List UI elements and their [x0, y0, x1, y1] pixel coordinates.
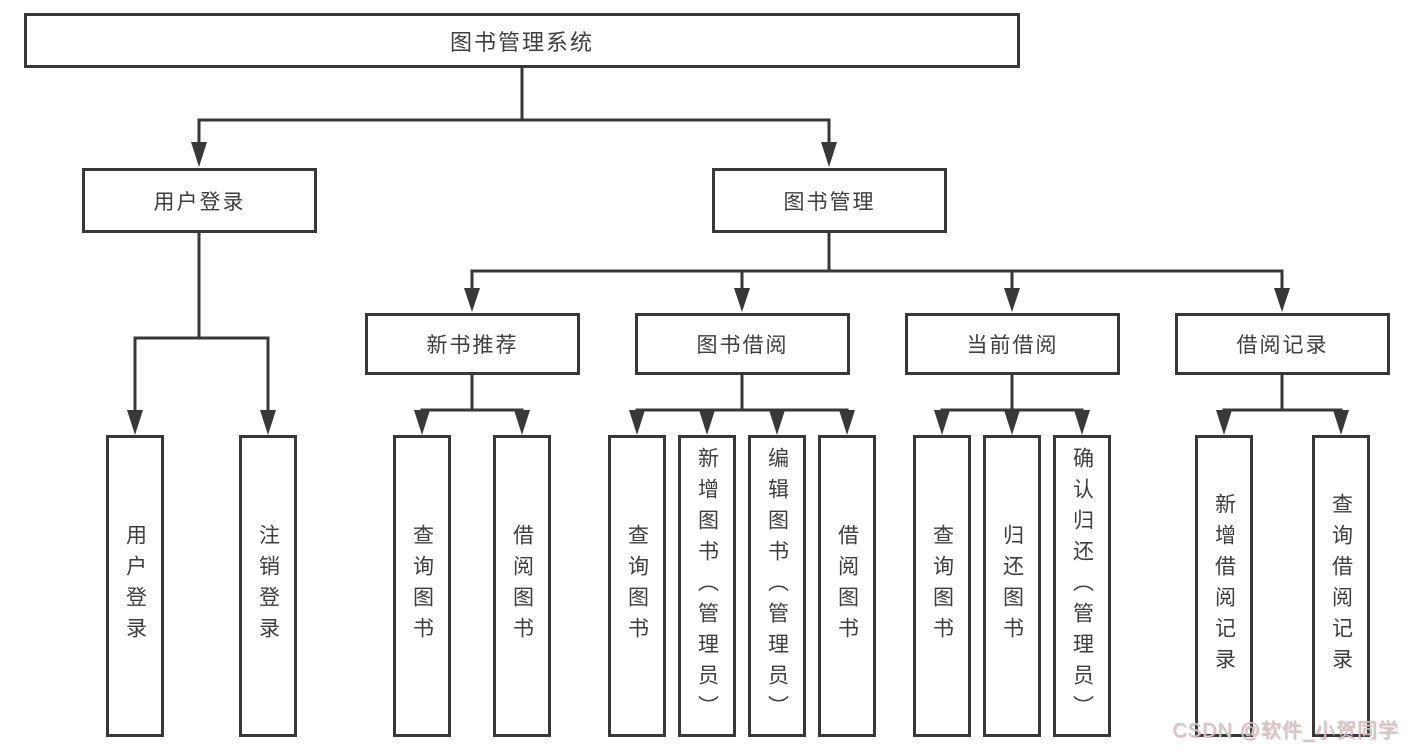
leaf-logout-label: 注销登录	[256, 524, 280, 648]
node-book-management: 图书管理	[712, 168, 947, 233]
leaf-query-book-recommend-label: 查询图书	[410, 524, 434, 648]
arrow-leaf-cb-return	[1004, 410, 1020, 435]
arrow-record	[1274, 288, 1290, 312]
node-user-login-label: 用户登录	[153, 190, 246, 214]
leaf-confirm-return-admin: 确认归还（管理员）	[1053, 435, 1111, 737]
leaf-query-book-borrow: 查询图书	[608, 435, 666, 737]
arrow-new-rec	[464, 288, 480, 312]
node-new-book-recommend: 新书推荐	[365, 313, 580, 375]
arrow-leaf-bb-borrow	[839, 410, 855, 435]
arrow-borrow	[734, 288, 750, 312]
leaf-return-book: 归还图书	[983, 435, 1041, 737]
arrow-leaf-bb-query	[629, 410, 645, 435]
node-new-book-recommend-label: 新书推荐	[426, 334, 519, 357]
leaf-query-borrow-record: 查询借阅记录	[1312, 435, 1370, 737]
leaf-edit-book-admin-label: 编辑图书（管理员）	[765, 446, 789, 726]
leaf-user-login: 用户登录	[106, 435, 164, 737]
node-current-borrow: 当前借阅	[905, 313, 1120, 375]
node-current-borrow-label: 当前借阅	[966, 334, 1059, 357]
arrow-leaf-rd-add	[1216, 410, 1232, 435]
node-borrow-record-label: 借阅记录	[1236, 334, 1329, 357]
leaf-add-book-admin: 新增图书（管理员）	[678, 435, 736, 737]
arrow-current	[1004, 288, 1020, 312]
arrow-leaf-rd-query	[1333, 410, 1349, 435]
arrow-leaf-bb-add	[699, 410, 715, 435]
leaf-borrow-book-recommend: 借阅图书	[493, 435, 551, 737]
leaf-query-borrow-record-label: 查询借阅记录	[1329, 493, 1353, 679]
leaf-add-borrow-record-label: 新增借阅记录	[1212, 493, 1236, 679]
leaf-edit-book-admin: 编辑图书（管理员）	[748, 435, 806, 737]
leaf-query-book-current: 查询图书	[913, 435, 971, 737]
node-book-management-label: 图书管理	[783, 190, 876, 214]
node-user-login: 用户登录	[82, 168, 317, 233]
leaf-query-book-recommend: 查询图书	[393, 435, 451, 737]
leaf-logout: 注销登录	[239, 435, 297, 737]
leaf-add-book-admin-label: 新增图书（管理员）	[695, 446, 719, 726]
leaf-query-book-borrow-label: 查询图书	[625, 524, 649, 648]
node-book-borrow-label: 图书借阅	[696, 334, 789, 357]
arrow-leaf-cb-confirm	[1074, 410, 1090, 435]
leaf-user-login-label: 用户登录	[123, 524, 147, 648]
leaf-borrow-book-borrow: 借阅图书	[818, 435, 876, 737]
arrow-leaf-cb-query	[934, 410, 950, 435]
arrow-leaf-rec-query	[414, 410, 430, 435]
watermark: CSDN @软件_小贺同学	[1172, 720, 1399, 742]
arrow-leaf-rec-borrow	[514, 410, 530, 435]
leaf-borrow-book-borrow-label: 借阅图书	[835, 524, 859, 648]
arrowheads	[127, 142, 1349, 435]
arrow-leaf-logout	[260, 410, 276, 435]
leaf-confirm-return-admin-label: 确认归还（管理员）	[1070, 446, 1094, 726]
node-book-borrow: 图书借阅	[635, 313, 850, 375]
node-root: 图书管理系统	[24, 13, 1020, 68]
arrow-book-mgmt	[821, 142, 837, 167]
leaf-return-book-label: 归还图书	[1000, 524, 1024, 648]
leaf-add-borrow-record: 新增借阅记录	[1195, 435, 1253, 737]
arrow-leaf-user-login	[127, 410, 143, 435]
node-root-label: 图书管理系统	[449, 29, 594, 55]
leaf-borrow-book-recommend-label: 借阅图书	[510, 524, 534, 648]
leaf-query-book-current-label: 查询图书	[930, 524, 954, 648]
arrow-user-login	[191, 142, 207, 167]
arrow-leaf-bb-edit	[769, 410, 785, 435]
node-borrow-record: 借阅记录	[1175, 313, 1390, 375]
